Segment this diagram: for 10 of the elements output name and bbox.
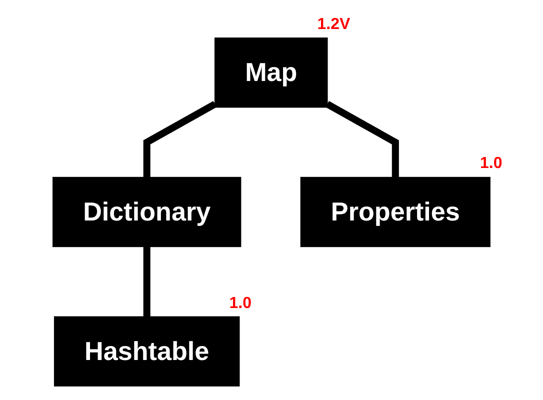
node-box: Hashtable (54, 316, 240, 386)
connector (326, 101, 399, 178)
version-label: 1.0 (229, 294, 252, 313)
connector (143, 246, 150, 317)
node-box: Map (214, 38, 328, 108)
version-label: 1.0 (480, 155, 502, 174)
node-box: Properties (300, 176, 490, 248)
version-label: 1.2V (317, 16, 350, 34)
connector (143, 101, 217, 178)
node-box: Dictionary (52, 176, 242, 248)
